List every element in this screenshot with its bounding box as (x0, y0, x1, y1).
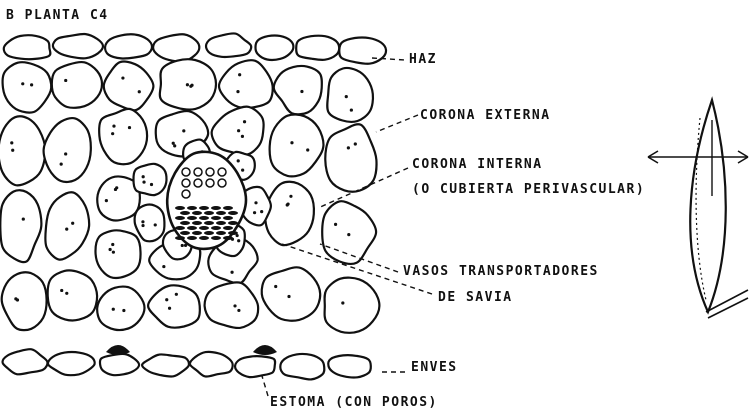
tissue-cell (4, 35, 51, 59)
tissue-cell (274, 66, 322, 114)
tissue-cell (105, 34, 152, 58)
tissue-cell (205, 282, 259, 328)
tissue-cell (206, 33, 251, 57)
tissue-cell (45, 192, 89, 259)
label-haz: HAZ (409, 52, 437, 68)
stoma-guard-cell (253, 345, 277, 355)
leader-line (262, 376, 268, 396)
tissue-cell (325, 278, 380, 333)
label-de-savia: DE SAVIA (438, 290, 513, 306)
label-corona-externa: CORONA EXTERNA (420, 108, 551, 124)
tissue-cell (99, 109, 147, 164)
tissue-cell (325, 124, 376, 191)
tissue-cell (270, 114, 324, 176)
tissue-cell (48, 270, 97, 320)
label-corona-interna: CORONA INTERNA (412, 157, 543, 173)
tissue-cell (328, 355, 371, 377)
tissue-cell (0, 190, 41, 262)
tissue-cell (280, 354, 324, 379)
tissue-cell (339, 38, 386, 64)
label-enves: ENVES (411, 360, 458, 376)
tissue-cell (262, 267, 321, 320)
tissue-cell (100, 354, 139, 375)
tissue-cell (44, 118, 91, 182)
tissue-cell (97, 287, 144, 330)
tissue-cell (235, 356, 275, 377)
leaf-sketch (690, 100, 726, 312)
label-vasos-transportadores: VASOS TRANSPORTADORES (403, 264, 599, 280)
tissue-cell (322, 201, 376, 264)
tissue-cell (2, 349, 47, 374)
stoma-guard-cell (106, 345, 130, 355)
label-estoma: ESTOMA (CON POROS) (270, 395, 438, 411)
tissue-cell (327, 68, 373, 122)
diagram-title: B PLANTA C4 (6, 8, 109, 24)
leader-line (376, 115, 418, 132)
label-cubierta-perivascular: (O CUBIERTA PERIVASCULAR) (412, 182, 645, 198)
tissue-cell (148, 285, 200, 327)
tissue-cell (104, 62, 154, 111)
tissue-cell (3, 62, 52, 112)
tissue-cell (296, 36, 339, 60)
tissue-cell (135, 205, 165, 242)
tissue-cell (133, 164, 166, 195)
tissue-cell (142, 354, 189, 376)
tissue-cell (219, 60, 273, 108)
tissue-cell (95, 230, 140, 278)
tissue-cell (52, 62, 102, 108)
tissue-cell (53, 34, 103, 58)
tissue-cell (255, 36, 293, 60)
tissue-cell (190, 352, 233, 377)
tissue-cell (153, 34, 199, 61)
tissue-cell (2, 272, 47, 330)
tissue-cell (265, 182, 314, 245)
tissue-cell (48, 352, 95, 375)
tissue-cell (0, 116, 45, 185)
